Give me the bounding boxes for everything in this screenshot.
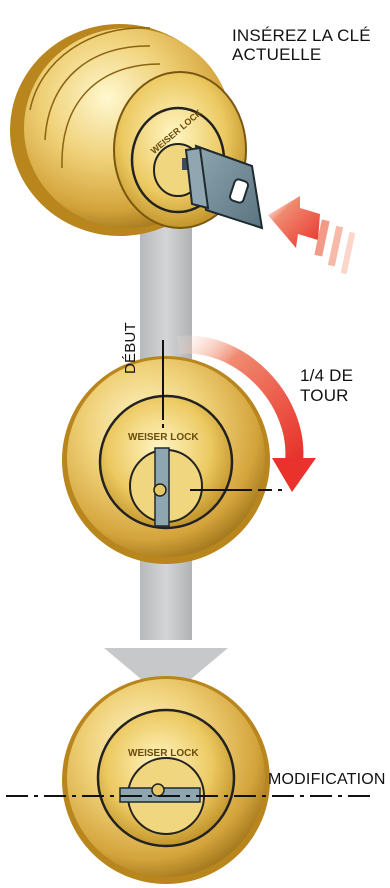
- arrow-right-icon: [268, 196, 355, 274]
- lock-logo: WEISER LOCK: [128, 432, 199, 443]
- modification-label: MODIFICATION: [268, 771, 386, 789]
- quarter-turn-label: 1/4 DE TOUR: [300, 366, 390, 406]
- insert-key-label: INSÉREZ LA CLÉ ACTUELLE: [232, 26, 382, 64]
- start-label: DÉBUT: [122, 322, 139, 374]
- lock-logo: WEISER LOCK: [128, 748, 199, 759]
